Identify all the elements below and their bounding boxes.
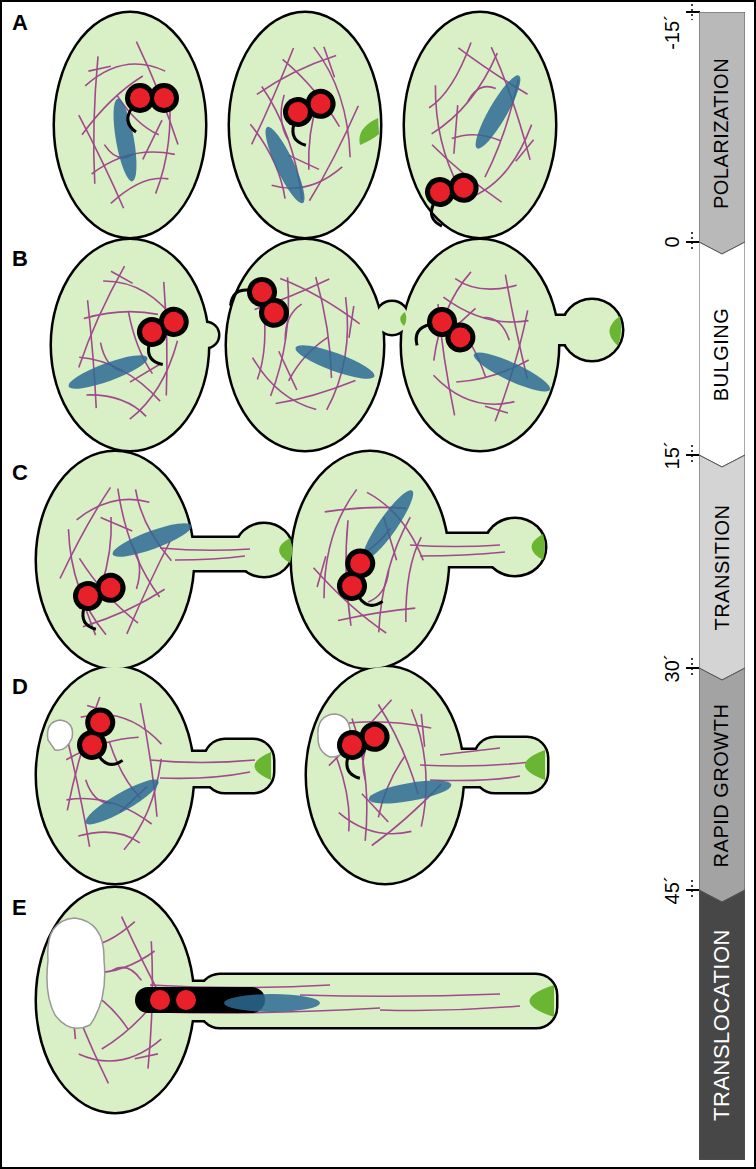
panel-letter: B [12, 246, 28, 272]
timeline-band: BULGING [699, 242, 745, 467]
timeline-band: POLARIZATION [699, 12, 745, 254]
time-tick: 15´ [661, 441, 684, 470]
time-tick: 30´ [661, 654, 684, 683]
time-tick: 0 [661, 236, 684, 247]
time-tick: -15´ [661, 14, 684, 50]
phase-label: BULGING [711, 308, 734, 402]
panel-letter: A [12, 10, 28, 36]
timeline-band: RAPID GROWTH [699, 668, 745, 902]
phase-label: POLARIZATION [711, 57, 734, 208]
phase-label: RAPID GROWTH [711, 703, 734, 867]
timeline-band: TRANSLOCATION [699, 890, 745, 1160]
phase-label: TRANSLOCATION [709, 929, 735, 1121]
time-tick: 45´ [661, 876, 684, 905]
timeline-band: TRANSITION [699, 455, 745, 680]
panel-letter: C [12, 460, 28, 486]
phase-label: TRANSITION [711, 504, 734, 630]
panel-letter: D [12, 674, 28, 700]
panel-letter: E [12, 895, 27, 921]
